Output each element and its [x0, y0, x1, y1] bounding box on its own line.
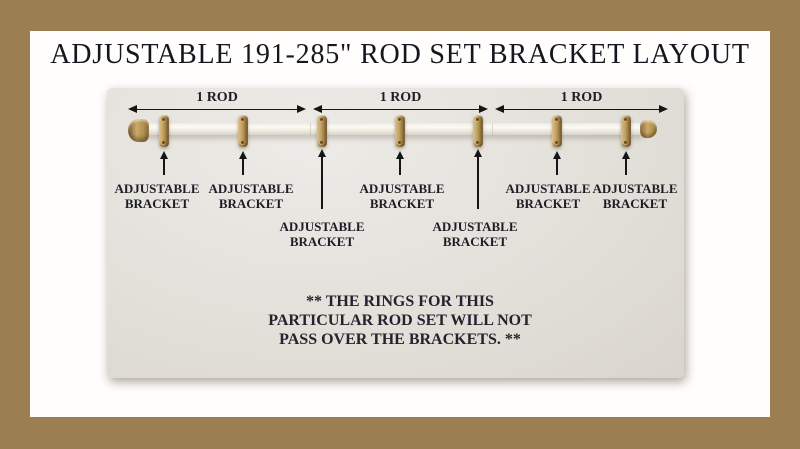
- arrow-head-up-icon: [473, 149, 482, 157]
- rod-count-label: 1 ROD: [379, 90, 422, 105]
- page-title: ADJUSTABLE 191-285" ROD SET BRACKET LAYO…: [50, 39, 750, 70]
- arrow-line: [625, 158, 627, 175]
- bracket-pointer-arrow: [552, 151, 562, 175]
- adjustable-bracket: [317, 115, 327, 147]
- arrow-head-left-icon: [495, 105, 504, 113]
- note-line: PASS OVER THE BRACKETS. **: [279, 331, 521, 348]
- bracket-label-line: BRACKET: [124, 196, 190, 211]
- bracket-pointer-arrow: [473, 149, 483, 209]
- arrow-head-left-icon: [313, 105, 322, 113]
- arrow-line: [163, 158, 165, 175]
- rod-joint: [309, 123, 311, 135]
- arrow-head-up-icon: [159, 151, 168, 159]
- rings-note: ** THE RINGS FOR THIS PARTICULAR ROD SET…: [0, 292, 800, 349]
- bracket-label-line: ADJUSTABLE: [432, 219, 518, 234]
- rod-joint: [491, 123, 493, 135]
- adjustable-bracket: [621, 115, 631, 147]
- arrow-head-up-icon: [317, 149, 326, 157]
- arrow-head-right-icon: [297, 105, 306, 113]
- bracket-pointer-arrow: [395, 151, 405, 175]
- rod-count-label: 1 ROD: [196, 90, 238, 105]
- arrow-line: [502, 108, 661, 111]
- rod-finial-right: [640, 120, 657, 138]
- bracket-pointer-arrow: [621, 151, 631, 175]
- arrow-head-right-icon: [479, 105, 488, 113]
- arrow-head-up-icon: [395, 151, 404, 159]
- bracket-pointer-arrow: [238, 151, 248, 175]
- rod-span-arrow: [313, 105, 488, 114]
- bracket-label-line: BRACKET: [289, 234, 355, 249]
- bracket-label-line: ADJUSTABLE: [114, 181, 200, 196]
- arrow-line: [242, 158, 244, 175]
- arrow-line: [135, 108, 299, 111]
- bracket-label-line: BRACKET: [602, 196, 668, 211]
- arrow-head-up-icon: [552, 151, 561, 159]
- adjustable-bracket: [473, 115, 483, 147]
- rod-span-arrow: [495, 105, 668, 114]
- arrow-head-right-icon: [659, 105, 668, 113]
- arrow-line: [320, 108, 481, 111]
- adjustable-bracket: [159, 115, 169, 147]
- bracket-label-line: ADJUSTABLE: [208, 181, 294, 196]
- bracket-label-line: ADJUSTABLE: [279, 219, 365, 234]
- arrow-line: [556, 158, 558, 175]
- note-line: ** THE RINGS FOR THIS: [306, 293, 494, 310]
- arrow-line: [477, 156, 479, 209]
- bracket-label-line: ADJUSTABLE: [592, 181, 678, 196]
- bracket-label-line: BRACKET: [442, 234, 508, 249]
- bracket-label-line: ADJUSTABLE: [505, 181, 591, 196]
- arrow-line: [399, 158, 401, 175]
- bracket-pointer-arrow: [317, 149, 327, 209]
- bracket-label-line: BRACKET: [218, 196, 284, 211]
- arrow-head-up-icon: [621, 151, 630, 159]
- bracket-pointer-arrow: [159, 151, 169, 175]
- bracket-label-line: BRACKET: [369, 196, 435, 211]
- adjustable-bracket: [238, 115, 248, 147]
- adjustable-bracket: [552, 115, 562, 147]
- rod-span-arrow: [128, 105, 306, 114]
- bracket-label-line: BRACKET: [515, 196, 581, 211]
- adjustable-bracket: [395, 115, 405, 147]
- bracket-label-line: ADJUSTABLE: [359, 181, 445, 196]
- arrow-line: [321, 156, 323, 209]
- arrow-head-up-icon: [238, 151, 247, 159]
- note-line: PARTICULAR ROD SET WILL NOT: [268, 312, 532, 329]
- rod-count-label: 1 ROD: [560, 90, 603, 105]
- arrow-head-left-icon: [128, 105, 137, 113]
- rod-finial-left: [128, 119, 149, 142]
